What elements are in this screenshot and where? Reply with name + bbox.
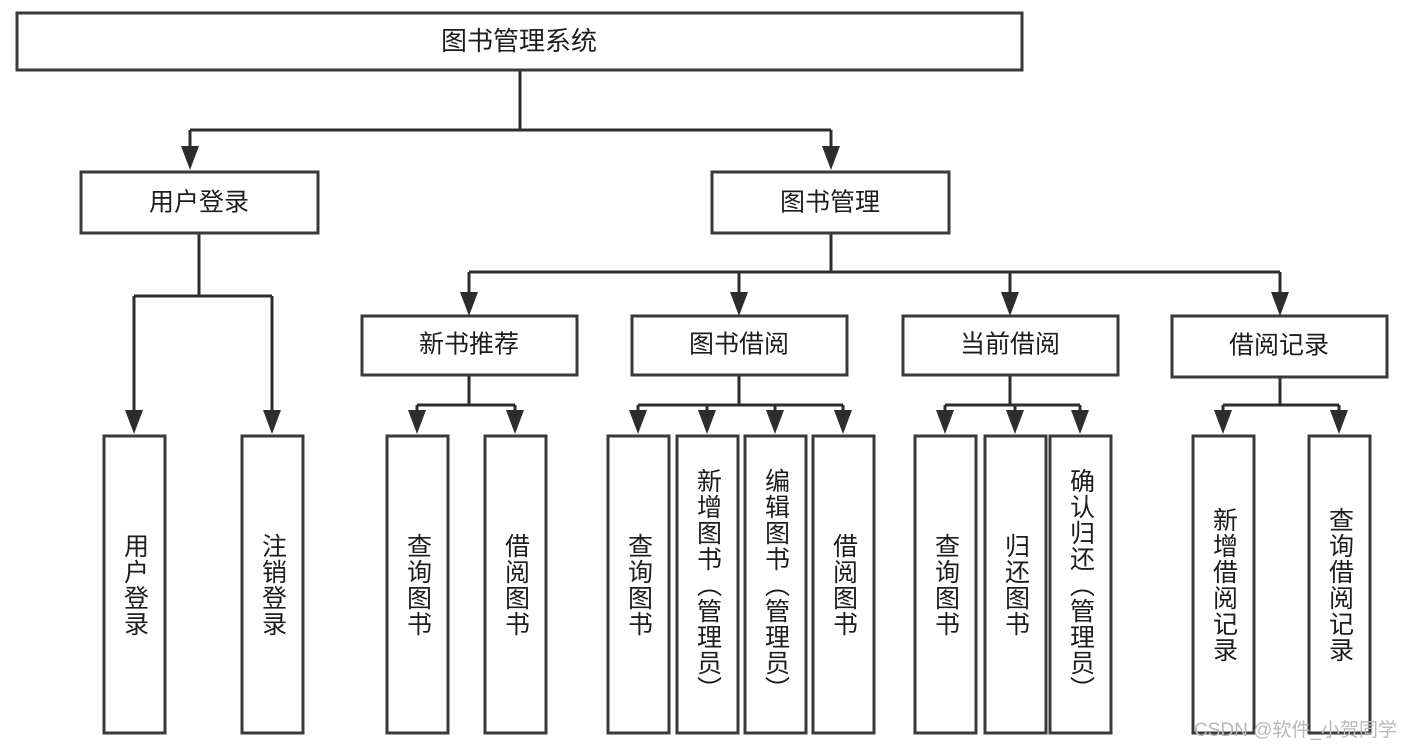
arrow-head-current-borrow-leaf-2 bbox=[1006, 410, 1024, 434]
arrow-head-book-manage bbox=[822, 146, 840, 170]
arrow-head-book-borrow-leaf-2 bbox=[698, 410, 716, 434]
watermark: CSDN @软件_小贺同学 bbox=[1194, 720, 1397, 741]
node-borrow-record-box[interactable] bbox=[1170, 314, 1389, 379]
arrow-head-book-borrow-leaf-4 bbox=[834, 410, 852, 434]
node-leaf-new-book-1-box[interactable] bbox=[385, 434, 450, 735]
node-leaf-book-borrow-4-box[interactable] bbox=[811, 434, 876, 735]
arrow-head-book-borrow bbox=[730, 292, 748, 316]
node-leaf-book-borrow-3-box[interactable] bbox=[743, 434, 808, 735]
node-current-borrow-box[interactable] bbox=[901, 314, 1120, 377]
node-user-login-label: 用户登录 bbox=[149, 189, 249, 217]
node-current-borrow-label: 当前借阅 bbox=[960, 331, 1060, 359]
node-leaf-borrow-record-1-box[interactable] bbox=[1191, 434, 1256, 735]
arrow-head-current-borrow-leaf-1 bbox=[936, 410, 954, 434]
node-root[interactable]: 图书管理系统 bbox=[15, 11, 1024, 72]
arrow-head-user-login-leaf-1 bbox=[125, 410, 143, 434]
arrow-head-book-borrow-leaf-1 bbox=[629, 410, 647, 434]
node-borrow-record-label: 借阅记录 bbox=[1229, 332, 1329, 360]
arrow-head-current-borrow-leaf-3 bbox=[1071, 410, 1089, 434]
node-root-label: 图书管理系统 bbox=[441, 26, 597, 56]
node-new-book-recommend-box[interactable] bbox=[360, 314, 579, 377]
node-root-box[interactable] bbox=[15, 11, 1024, 72]
node-leaf-current-borrow-1-box[interactable] bbox=[913, 434, 978, 735]
arrow-head-borrow-record-leaf-2 bbox=[1330, 410, 1348, 434]
node-leaf-current-borrow-3-box[interactable] bbox=[1048, 434, 1113, 735]
node-borrow-record[interactable]: 借阅记录 bbox=[1170, 314, 1389, 379]
node-leaf-user-login-1-box[interactable] bbox=[102, 434, 167, 735]
node-book-manage-box[interactable] bbox=[710, 170, 951, 235]
node-leaf-book-borrow-2-box[interactable] bbox=[675, 434, 740, 735]
node-user-login[interactable]: 用户登录 bbox=[79, 170, 320, 235]
node-current-borrow[interactable]: 当前借阅 bbox=[901, 314, 1120, 377]
arrow-head-user-login bbox=[181, 146, 199, 170]
node-book-borrow[interactable]: 图书借阅 bbox=[630, 314, 849, 377]
arrow-head-user-login-leaf-2 bbox=[263, 410, 281, 434]
arrow-head-new-book-leaf-2 bbox=[506, 410, 524, 434]
node-leaf-new-book-2-box[interactable] bbox=[483, 434, 548, 735]
arrow-head-current-borrow bbox=[1001, 292, 1019, 316]
arrow-head-borrow-record-leaf-1 bbox=[1214, 410, 1232, 434]
node-leaf-user-login-2-box[interactable] bbox=[240, 434, 305, 735]
arrow-head-borrow-record bbox=[1271, 292, 1289, 316]
node-book-manage[interactable]: 图书管理 bbox=[710, 170, 951, 235]
node-new-book-recommend[interactable]: 新书推荐 bbox=[360, 314, 579, 377]
node-new-book-recommend-label: 新书推荐 bbox=[419, 331, 519, 359]
node-book-manage-label: 图书管理 bbox=[780, 189, 880, 217]
arrow-head-new-book-leaf-1 bbox=[408, 410, 426, 434]
arrow-head-new-book bbox=[460, 292, 478, 316]
connector-group bbox=[125, 70, 1348, 434]
node-leaf-book-borrow-1-box[interactable] bbox=[606, 434, 671, 735]
node-leaf-borrow-record-2-box[interactable] bbox=[1307, 434, 1372, 735]
arrow-head-book-borrow-leaf-3 bbox=[766, 410, 784, 434]
node-book-borrow-box[interactable] bbox=[630, 314, 849, 377]
node-user-login-box[interactable] bbox=[79, 170, 320, 235]
node-leaf-current-borrow-2-box[interactable] bbox=[983, 434, 1048, 735]
node-book-borrow-label: 图书借阅 bbox=[689, 331, 789, 359]
